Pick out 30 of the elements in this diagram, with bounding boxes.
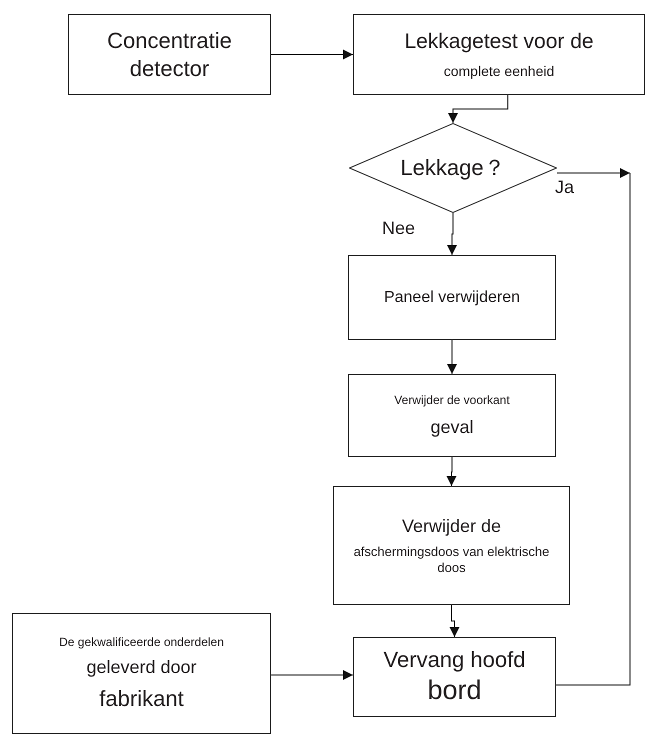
node-text: De gekwalificeerde onderdelen xyxy=(58,635,225,650)
arrow xyxy=(450,604,460,638)
arrow xyxy=(446,456,456,486)
node-text: fabrikant xyxy=(98,684,185,712)
process-box xyxy=(68,14,271,95)
node-text: Lekkagetest voor de xyxy=(403,28,595,55)
node-text: afschermingsdoos van elektrische doos xyxy=(352,544,550,576)
node-text: geval xyxy=(429,416,475,438)
arrow xyxy=(270,50,354,60)
arrow xyxy=(448,94,508,124)
arrow xyxy=(556,168,630,178)
node-text: Lekkage？ xyxy=(399,154,507,182)
node-text: geleverd door xyxy=(85,656,198,678)
process-box xyxy=(12,613,271,734)
process-box xyxy=(348,255,556,340)
node-text: Vervang hoofd xyxy=(382,646,526,674)
node-text: Verwijder de voorkant xyxy=(393,392,511,408)
process-box xyxy=(353,637,556,717)
node-text: bord xyxy=(426,674,483,707)
arrow xyxy=(447,212,457,256)
decision-diamond xyxy=(349,123,557,213)
node-text: Verwijder de xyxy=(400,515,502,538)
process-box xyxy=(333,486,570,605)
node-text: Paneel verwijderen xyxy=(382,288,522,308)
arrow xyxy=(447,340,457,374)
process-box xyxy=(353,14,645,95)
node-text: complete eenheid xyxy=(442,62,556,80)
node-text: Concentratie detector xyxy=(106,27,233,82)
process-box xyxy=(348,374,556,457)
arrow xyxy=(270,670,354,680)
